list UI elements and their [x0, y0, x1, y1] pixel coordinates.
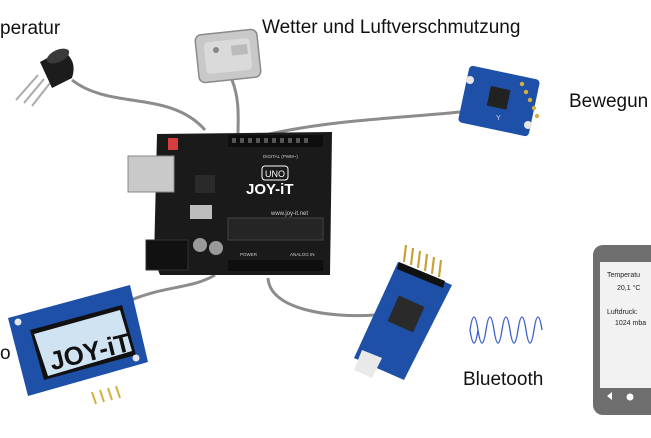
board-url: www.joy-it.net: [270, 211, 308, 217]
cable-weather: [230, 79, 240, 136]
oled-display: JOY-iT: [8, 285, 148, 405]
board-model: UNO: [265, 169, 285, 179]
label-weather: Wetter und Luftverschmutzung: [262, 17, 521, 38]
cable-oled: [119, 273, 216, 307]
cable-motion: [264, 110, 461, 137]
temperature-sensor: [15, 48, 74, 107]
bluetooth-wave: [469, 316, 543, 344]
svg-text:Y: Y: [496, 115, 501, 122]
weather-sensor: [194, 28, 262, 84]
bluetooth-module: [354, 244, 452, 380]
phone-pressure-value: 1024 mba: [615, 320, 646, 327]
arduino-board: JOY-iT UNO www.joy-it.net DIGITAL (PWM~)…: [127, 132, 332, 275]
label-display: o: [0, 343, 11, 364]
board-analog-label: ANALOG IN: [290, 252, 315, 257]
board-power-label: POWER: [240, 252, 258, 257]
label-temperature: peratur: [0, 18, 61, 39]
cable-bluetooth: [266, 277, 376, 318]
motion-sensor: Y: [458, 65, 540, 137]
label-bluetooth: Bluetooth: [463, 369, 544, 390]
label-motion: Bewegun: [569, 91, 649, 112]
board-digital-label: DIGITAL (PWM~): [263, 154, 298, 159]
phone-temp-label: Temperatu: [607, 272, 640, 279]
smartphone: Temperatu 20,1 °C Luftdruck: 1024 mba: [593, 245, 651, 415]
cable-temperature: [71, 78, 207, 131]
phone-pressure-label: Luftdruck:: [607, 309, 638, 316]
board-logo: JOY-iT: [246, 181, 294, 198]
phone-temp-value: 20,1 °C: [617, 284, 640, 292]
